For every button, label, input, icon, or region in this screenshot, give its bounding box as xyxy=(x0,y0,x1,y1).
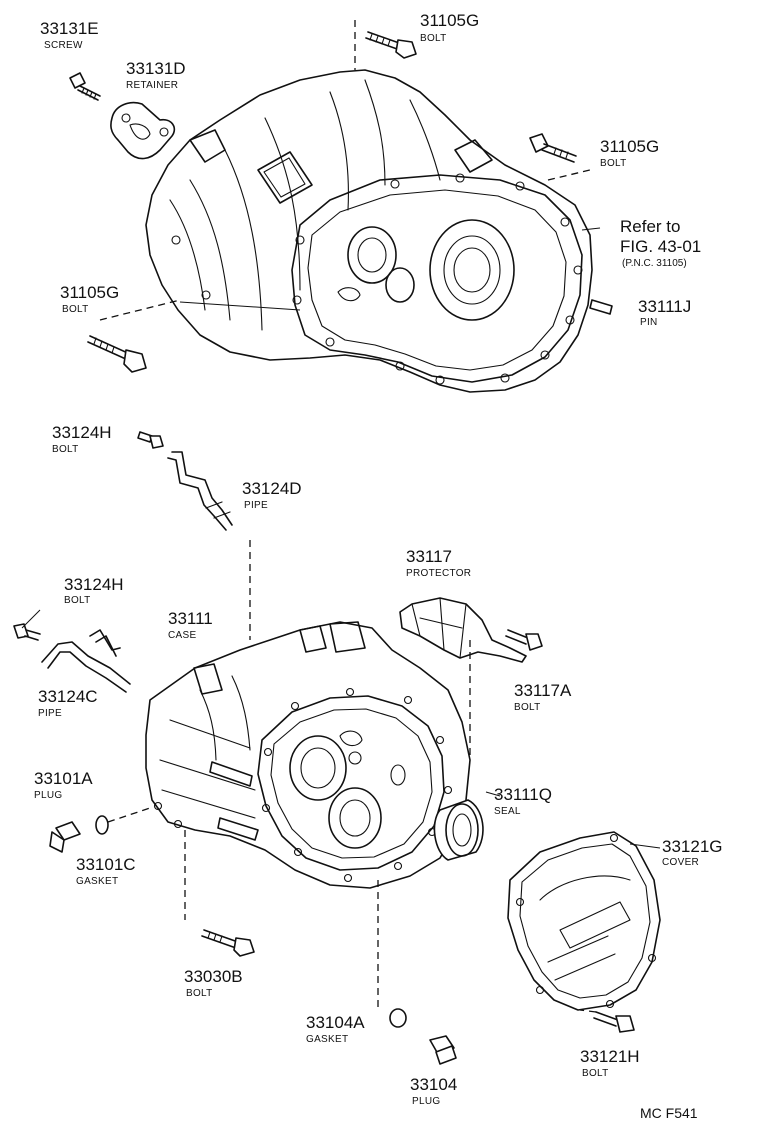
part-desc: CASE xyxy=(168,630,196,641)
reference-line-3: (P.N.C. 31105) xyxy=(622,258,687,269)
part-desc: BOLT xyxy=(52,444,79,455)
part-desc: BOLT xyxy=(582,1068,609,1079)
reference-note: Refer to FIG. 43-01 (P.N.C. 31105) xyxy=(620,217,701,269)
diagram-code: MC F541 xyxy=(640,1105,698,1121)
part-desc: PROTECTOR xyxy=(406,568,471,579)
bolt-33124h-left-drawing xyxy=(13,623,41,641)
part-number: 33104A xyxy=(306,1013,365,1032)
part-number: 33121G xyxy=(662,837,723,856)
clutch-housing-drawing xyxy=(145,69,593,393)
part-desc: BOLT xyxy=(62,304,89,315)
label-33124h-left: 33124H BOLT xyxy=(64,575,124,606)
bolt-31105g-top-drawing xyxy=(365,31,417,59)
bolt-31105g-left-drawing xyxy=(87,335,147,373)
pipe-33124c-drawing xyxy=(41,629,131,693)
part-desc: BOLT xyxy=(420,33,447,44)
part-number: 33121H xyxy=(580,1047,640,1066)
transaxle-case-drawing xyxy=(145,621,471,889)
part-desc: PIPE xyxy=(38,708,62,719)
label-33124d: 33124D PIPE xyxy=(242,479,302,511)
part-desc: BOLT xyxy=(514,702,541,713)
part-number: 33124H xyxy=(52,423,112,442)
bolt-33030b-drawing xyxy=(201,929,255,957)
part-number: 33101A xyxy=(34,769,93,788)
part-number: 33117 xyxy=(406,547,452,566)
part-desc: BOLT xyxy=(600,158,627,169)
pipe-33124d-drawing xyxy=(167,451,233,531)
part-desc: BOLT xyxy=(64,595,91,606)
part-desc: COVER xyxy=(662,857,699,868)
part-number: 31105G xyxy=(420,11,479,30)
reference-line-1: Refer to xyxy=(620,217,680,236)
gasket-33104a-drawing xyxy=(389,1008,407,1028)
part-number: 33131E xyxy=(40,19,99,38)
label-33121g: 33121G COVER xyxy=(662,837,723,868)
part-number: 33124C xyxy=(38,687,98,706)
protector-33117-drawing xyxy=(399,597,527,663)
part-desc: SCREW xyxy=(44,40,83,51)
bolt-31105g-right-drawing xyxy=(529,133,577,163)
bolt-33117a-drawing xyxy=(505,629,543,651)
part-number: 33101C xyxy=(76,855,136,874)
pin-33111j-drawing xyxy=(589,299,613,315)
label-33121h: 33121H BOLT xyxy=(580,1047,640,1079)
label-33124h-top: 33124H BOLT xyxy=(52,423,112,455)
gasket-33101c-drawing xyxy=(95,815,109,835)
label-33030b: 33030B BOLT xyxy=(184,967,243,999)
part-desc: RETAINER xyxy=(126,80,178,91)
part-number: 33111 xyxy=(168,609,213,628)
cover-33121g-drawing xyxy=(507,831,661,1011)
label-33117a: 33117A BOLT xyxy=(514,681,572,713)
label-33111q: 33111Q SEAL xyxy=(494,785,552,817)
label-33131e: 33131E SCREW xyxy=(40,19,99,51)
part-desc: GASKET xyxy=(306,1034,348,1045)
part-desc: GASKET xyxy=(76,876,118,887)
label-33131d: 33131D RETAINER xyxy=(126,59,186,91)
part-desc: PIN xyxy=(640,317,658,328)
part-number: 33124H xyxy=(64,575,124,594)
label-31105g-right: 31105G BOLT xyxy=(600,137,659,169)
label-33104a: 33104A GASKET xyxy=(306,1013,365,1045)
label-33124c: 33124C PIPE xyxy=(38,687,98,719)
reference-line-2: FIG. 43-01 xyxy=(620,237,701,256)
part-number: 33131D xyxy=(126,59,186,78)
label-33101a: 33101A PLUG xyxy=(34,769,93,801)
part-desc: BOLT xyxy=(186,988,213,999)
label-33111j: 33111J PIN xyxy=(638,297,691,328)
part-number: 33124D xyxy=(242,479,302,498)
screw-33131e-drawing xyxy=(69,72,101,101)
part-desc: PLUG xyxy=(412,1096,440,1107)
label-31105g-top: 31105G BOLT xyxy=(420,11,479,44)
plug-33101a-drawing xyxy=(49,821,81,853)
part-desc: PIPE xyxy=(244,500,268,511)
part-number: 31105G xyxy=(600,137,659,156)
bolt-33121h-drawing xyxy=(593,1011,635,1033)
label-33104: 33104 PLUG xyxy=(410,1075,457,1107)
part-number: 33111Q xyxy=(494,785,552,804)
plug-33104-drawing xyxy=(429,1035,457,1065)
part-number: 33030B xyxy=(184,967,243,986)
label-33111: 33111 CASE xyxy=(168,609,213,641)
label-33101c: 33101C GASKET xyxy=(76,855,136,887)
bolt-33124h-top-drawing xyxy=(137,431,164,449)
part-number: 31105G xyxy=(60,283,119,302)
part-number: 33111J xyxy=(638,297,691,316)
label-33117: 33117 PROTECTOR xyxy=(406,547,471,579)
retainer-33131d-drawing xyxy=(110,101,176,160)
part-desc: PLUG xyxy=(34,790,62,801)
part-number: 33117A xyxy=(514,681,572,700)
part-number: 33104 xyxy=(410,1075,457,1094)
part-desc: SEAL xyxy=(494,806,521,817)
label-31105g-left: 31105G BOLT xyxy=(60,283,119,315)
flange-bolt-holes xyxy=(171,173,583,385)
seal-33111q-drawing xyxy=(433,799,484,861)
